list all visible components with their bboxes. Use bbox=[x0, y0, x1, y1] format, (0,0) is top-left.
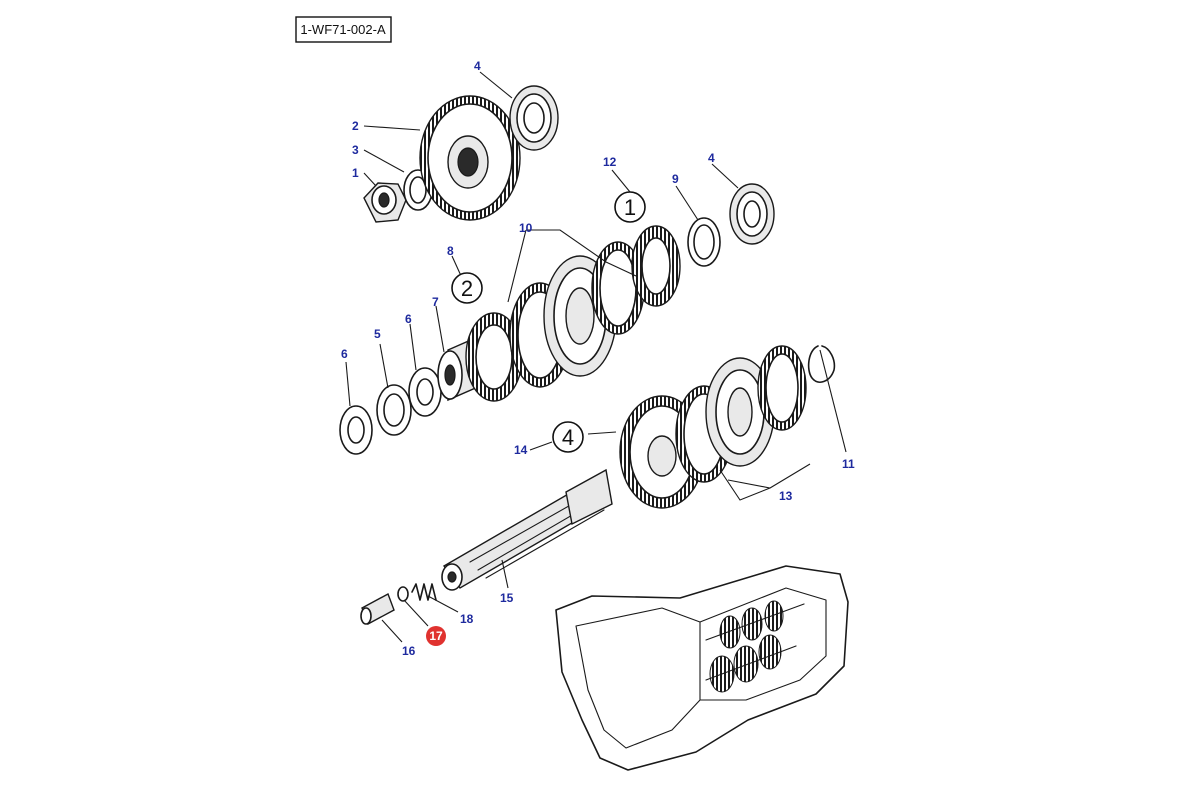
callout-15: 15 bbox=[500, 591, 514, 605]
callout-2: 2 bbox=[352, 119, 359, 133]
washer-part-5 bbox=[376, 384, 412, 436]
callout-14: 14 bbox=[514, 443, 528, 457]
group-marker-1: 1 bbox=[614, 191, 646, 223]
callout-8: 8 bbox=[447, 244, 454, 258]
washer-part-6-right bbox=[408, 367, 442, 417]
callout-16: 16 bbox=[402, 644, 416, 658]
highlight-marker bbox=[426, 626, 446, 646]
main-shaft-part-15 bbox=[441, 468, 613, 591]
bearing-part-4-top bbox=[509, 85, 559, 151]
callout-17-highlight: 17 bbox=[426, 626, 446, 646]
group-marker-2: 2 bbox=[451, 272, 483, 304]
synchro-hub-lower bbox=[705, 357, 775, 467]
reference-code: 1-WF71-002-A bbox=[300, 22, 386, 37]
synchro-ring-part-10-right bbox=[591, 241, 645, 335]
group-marker-1-label: 1 bbox=[624, 195, 636, 220]
washer-part-6-left bbox=[339, 405, 373, 455]
callout-4-top: 4 bbox=[474, 59, 481, 73]
callout-3: 3 bbox=[352, 143, 359, 157]
callout-13: 13 bbox=[779, 489, 793, 503]
gear-part-2 bbox=[419, 95, 521, 221]
callout-6-right: 6 bbox=[405, 312, 412, 326]
group-marker-4-label: 4 bbox=[562, 425, 574, 450]
gear-part-12 bbox=[631, 225, 681, 307]
spring-part-18 bbox=[411, 583, 437, 601]
nut-part-1 bbox=[363, 182, 407, 223]
callout-4-right: 4 bbox=[708, 151, 715, 165]
ball-part-17 bbox=[397, 586, 409, 602]
callout-11: 11 bbox=[842, 457, 855, 471]
plunger-part-16 bbox=[360, 593, 395, 625]
leader-lines bbox=[345, 71, 847, 643]
callout-5: 5 bbox=[374, 327, 381, 341]
callout-9: 9 bbox=[672, 172, 679, 186]
callout-6-left: 6 bbox=[341, 347, 348, 361]
callout-12: 12 bbox=[603, 155, 617, 169]
reference-code-box: 1-WF71-002-A bbox=[295, 16, 392, 43]
transmission-housing-view bbox=[555, 565, 849, 771]
bearing-part-4-right bbox=[729, 183, 775, 245]
callout-10: 10 bbox=[519, 221, 533, 235]
group-marker-4: 4 bbox=[552, 421, 584, 453]
group-marker-2-label: 2 bbox=[461, 276, 473, 301]
callout-18: 18 bbox=[460, 612, 474, 626]
callout-17: 17 bbox=[429, 629, 443, 643]
gear-part-8 bbox=[465, 312, 523, 402]
callout-1: 1 bbox=[352, 166, 359, 180]
callout-7: 7 bbox=[432, 295, 439, 309]
synchro-ring-part-13-right bbox=[757, 345, 807, 431]
washer-part-9 bbox=[687, 217, 721, 267]
circlip-part-11 bbox=[807, 345, 836, 383]
callout-labels: 4 2 3 1 12 4 9 10 8 7 5 6 6 14 11 13 15 … bbox=[341, 59, 855, 658]
